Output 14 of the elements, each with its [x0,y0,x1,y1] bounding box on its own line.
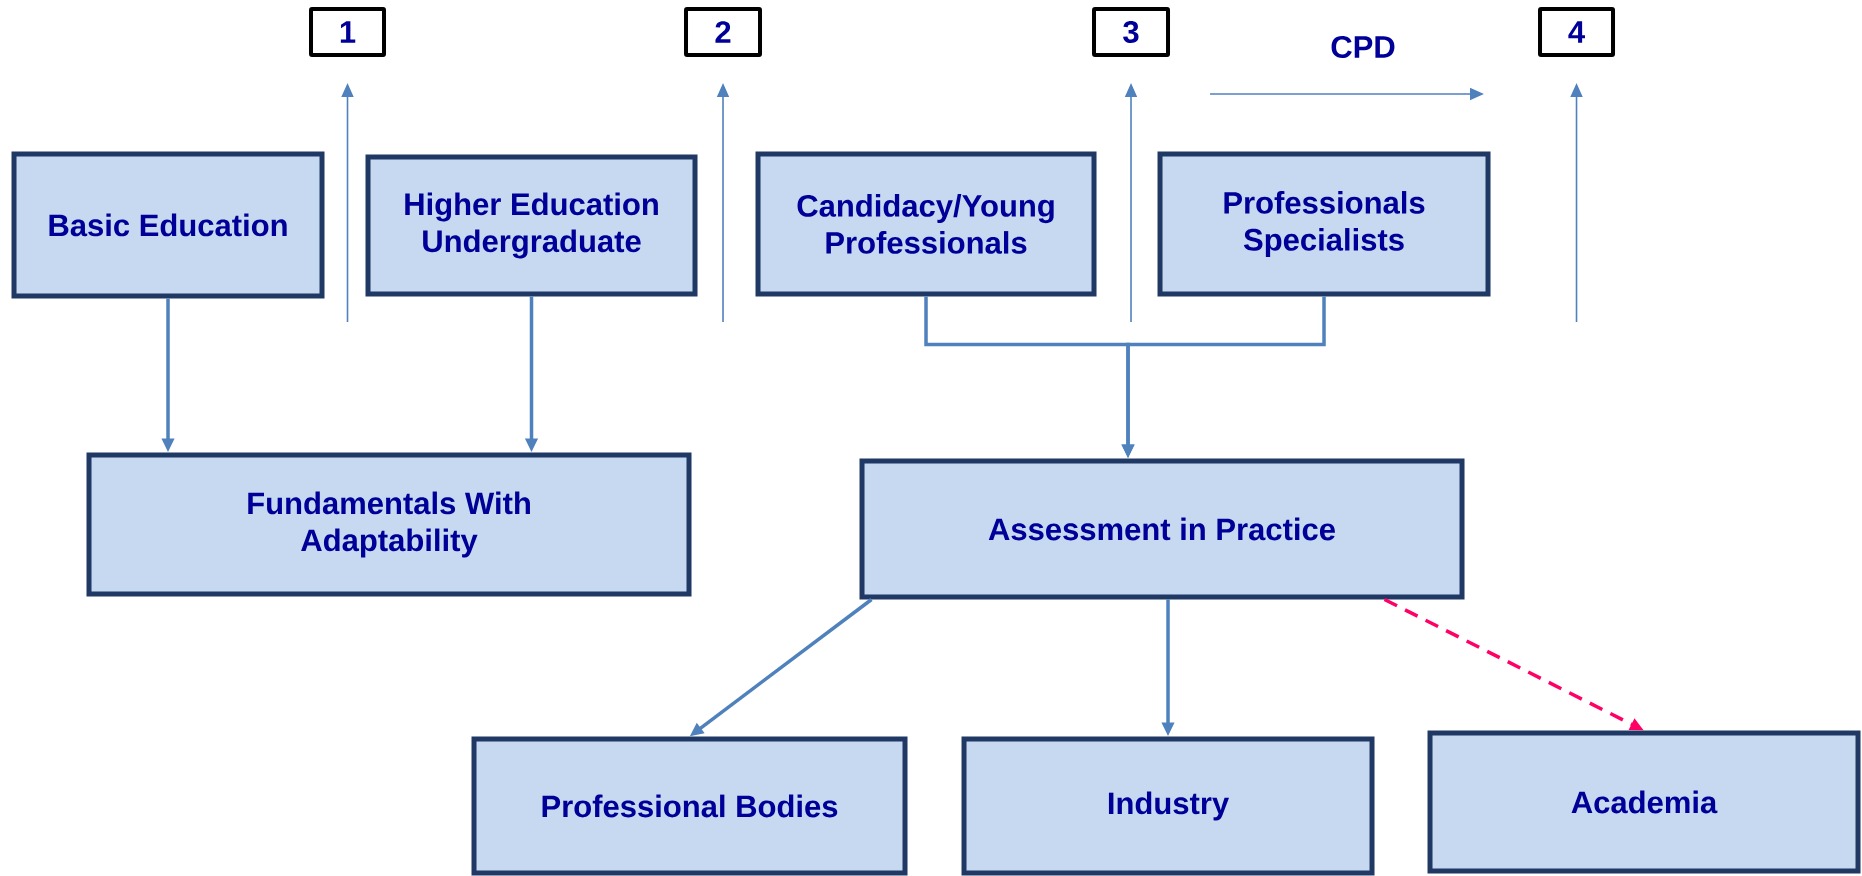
process-box: Candidacy/Young Professionals [755,151,1097,297]
number-box: 4 [1538,7,1615,57]
process-box: Academia [1427,730,1861,874]
number-box: 1 [309,7,386,57]
number-box: 2 [684,7,762,57]
process-box: Professional Bodies [471,736,908,876]
process-box: Assessment in Practice [859,458,1465,600]
process-box: Basic Education [11,151,325,299]
arrow-label: CPD [1331,36,1395,58]
process-box: Industry [961,736,1375,876]
process-box: Fundamentals With Adaptability [86,452,692,597]
number-box: 3 [1092,7,1170,57]
process-box: Professionals Specialists [1157,151,1491,297]
process-box: Higher Education Undergraduate [365,154,698,297]
